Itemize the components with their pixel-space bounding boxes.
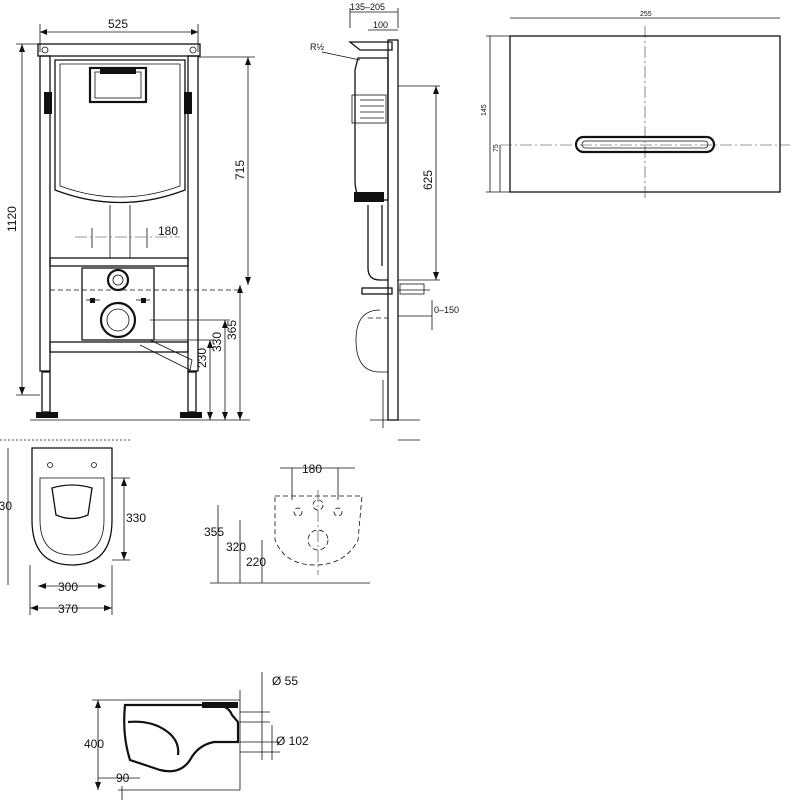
dim-145: 145 xyxy=(481,104,488,116)
bowl-opening xyxy=(51,484,93,520)
flush-button xyxy=(574,135,716,154)
bowl-outline-top xyxy=(31,447,113,566)
bowl-body-side xyxy=(123,703,240,773)
mount-outline xyxy=(274,495,363,566)
bowl-seat xyxy=(39,477,105,556)
dim-320: 320 xyxy=(226,540,246,554)
dim-220: 220 xyxy=(246,555,266,569)
bowl-outline-side xyxy=(355,309,388,373)
water-inlet xyxy=(106,268,130,292)
dim-300: 300 xyxy=(58,580,78,594)
dim-370: 370 xyxy=(58,602,78,616)
diameter-55: Ø 55 xyxy=(272,674,298,688)
left-upright xyxy=(39,55,51,372)
thread-size: R½ xyxy=(310,42,324,52)
flush-plate-view: 255 145 75 xyxy=(481,11,790,200)
dim-100: 100 xyxy=(373,20,388,30)
right-upright xyxy=(187,55,199,372)
cistern xyxy=(54,59,186,204)
bowl-side-view: 400 90 Ø 55 Ø 102 xyxy=(84,672,309,800)
dim-230: 230 xyxy=(195,348,209,368)
side-view: 135–205 100 R½ 625 xyxy=(310,2,459,441)
diameter-102: Ø 102 xyxy=(276,734,309,748)
dim-180-mount: 180 xyxy=(302,462,322,476)
cistern-side xyxy=(354,57,389,201)
dim-0-150: 0–150 xyxy=(434,305,459,315)
dim-1120: 1120 xyxy=(5,206,19,232)
dim-530: 530 xyxy=(0,499,12,513)
wall-section xyxy=(387,39,399,421)
mount-pattern-view: 180 355 320 220 xyxy=(204,462,370,584)
dim-365: 365 xyxy=(225,320,239,340)
dim-135-205: 135–205 xyxy=(350,2,385,12)
mounting-plate xyxy=(81,267,155,341)
dim-625: 625 xyxy=(421,170,435,190)
bowl-top-view: 530 330 300 370 xyxy=(0,439,146,616)
dim-400: 400 xyxy=(84,737,104,751)
drain-outlet xyxy=(99,301,137,339)
lower-crossbar xyxy=(49,341,189,353)
dim-330-top: 330 xyxy=(126,511,146,525)
dim-525: 525 xyxy=(108,17,128,31)
dim-90: 90 xyxy=(116,771,130,785)
dim-715: 715 xyxy=(233,160,247,180)
left-foot xyxy=(36,412,58,418)
dim-330-front: 330 xyxy=(210,332,224,352)
top-rail xyxy=(37,43,201,57)
dim-75: 75 xyxy=(493,144,500,152)
mid-crossbar xyxy=(49,257,189,267)
actuator-opening xyxy=(88,66,148,104)
dim-180-front: 180 xyxy=(158,224,178,238)
right-foot xyxy=(180,412,202,418)
front-view: 525 1120 180 xyxy=(5,17,255,421)
dim-355: 355 xyxy=(204,525,224,539)
dim-plate-width: 255 xyxy=(640,11,652,18)
seat-hinge xyxy=(202,702,238,708)
drain-pipe xyxy=(367,205,388,281)
